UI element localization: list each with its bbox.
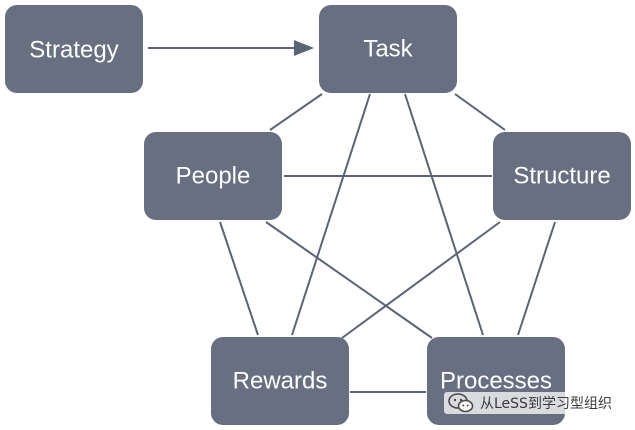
node-task-label: Task [363, 36, 413, 63]
node-strategy[interactable]: Strategy [5, 5, 143, 93]
connectors [148, 40, 556, 393]
edge-task-structure [454, 93, 506, 131]
node-rewards-label: Rewards [233, 368, 328, 395]
edge-task-rewards [291, 93, 371, 336]
watermark: 从LeSS到学习型组织 [444, 392, 616, 414]
edge-structure-rewards [341, 221, 501, 339]
node-structure-label: Structure [513, 163, 610, 190]
edge-structure-processes [517, 221, 556, 336]
node-structure[interactable]: Structure [493, 132, 631, 220]
edge-task-processes [404, 93, 484, 336]
edge-people-rewards [219, 221, 259, 336]
node-strategy-label: Strategy [29, 37, 118, 64]
edge-task-people [269, 93, 323, 131]
node-people[interactable]: People [144, 132, 282, 220]
node-people-label: People [176, 163, 251, 190]
wechat-icon [448, 393, 474, 413]
watermark-text: 从LeSS到学习型组织 [480, 396, 612, 412]
node-processes-label: Processes [440, 368, 552, 395]
edge-people-processes [265, 221, 433, 339]
node-rewards[interactable]: Rewards [211, 337, 349, 425]
node-task[interactable]: Task [319, 5, 457, 93]
